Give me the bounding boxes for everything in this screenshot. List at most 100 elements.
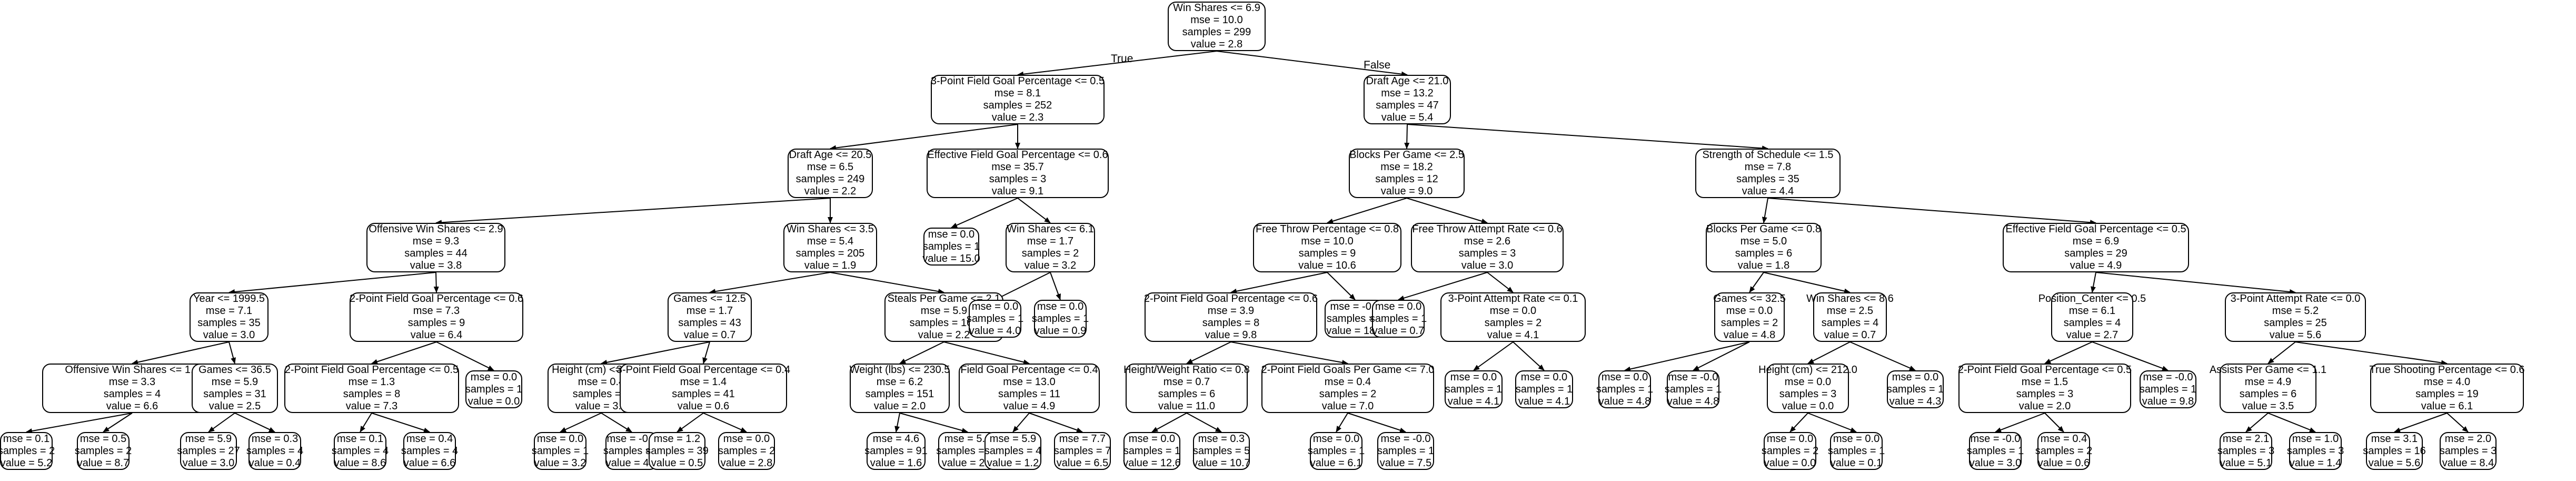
tree-edge <box>1473 341 1514 371</box>
node-text-line: samples = 299 <box>1182 26 1251 38</box>
node-text-line: mse = -0.0 <box>1668 371 1718 383</box>
node-text-line: value = 3.0 <box>182 457 235 469</box>
node-text-line: mse = 0.1 <box>3 433 50 445</box>
node-text-line: samples = 3 <box>989 173 1047 185</box>
node-text-line: value = 0.5 <box>651 457 703 469</box>
tree-edge <box>1407 124 1768 151</box>
tree-edge <box>2092 341 2169 371</box>
node-text-line: samples = 2 <box>718 445 775 457</box>
node-text-line: mse = 2.0 <box>2444 433 2492 445</box>
node-text-line: samples = 43 <box>678 317 741 329</box>
tree-edge <box>677 413 704 433</box>
node-text-line: mse = 5.0 <box>1740 235 1787 247</box>
tree-edge <box>2091 272 2096 293</box>
node-text-line: samples = 2 <box>1761 445 1819 457</box>
node-text-line: mse = 1.2 <box>653 433 701 445</box>
node-text-line: value = 0.0 <box>1782 400 1834 412</box>
node-text-line: samples = 205 <box>795 248 865 259</box>
node-text-line: value = 4.4 <box>1742 185 1794 197</box>
node-text-line: 3-Point Attempt Rate <= 0.0 <box>2230 293 2361 305</box>
node-text-line: mse = 0.0 <box>1892 371 1939 383</box>
tree-edge <box>1849 341 1916 371</box>
node-text-line: value = 4.1 <box>1447 395 1500 407</box>
node-text-line: value = 10.7 <box>1192 457 1250 469</box>
node-text-line: samples = 6 <box>1735 248 1793 259</box>
node-text-line: value = 6.1 <box>1310 457 1362 469</box>
tree-edge <box>1216 51 1408 77</box>
node-text-line: samples = 44 <box>404 248 468 259</box>
node-text-line: value = 3.0 <box>1969 457 2022 469</box>
node-text-line: mse = 3.1 <box>2371 433 2418 445</box>
node-text-line: mse = 0.7 <box>1163 376 1210 388</box>
tree-edge <box>1327 272 1356 300</box>
node-text-line: Height/Weight Ratio <= 0.8 <box>1123 364 1250 376</box>
tree-edge <box>709 272 831 295</box>
node-text-line: value = 2.7 <box>941 457 994 469</box>
node-text-line: Blocks Per Game <= 2.5 <box>1349 149 1464 161</box>
node-text-line: value = 0.6 <box>2037 457 2090 469</box>
node-text-line: mse = 3.3 <box>108 376 156 388</box>
node-text-line: mse = 5.9 <box>185 433 232 445</box>
node-text-line: mse = 1.3 <box>348 376 395 388</box>
tree-edge <box>228 272 436 295</box>
false-edge-label: False <box>1364 59 1391 71</box>
node-text-line: mse = 0.0 <box>536 433 584 445</box>
tree-edge <box>1017 198 1051 223</box>
node-text-line: samples = 2 <box>1720 317 1778 329</box>
tree-edge <box>435 198 831 225</box>
node-text-line: mse = 6.1 <box>2068 305 2116 317</box>
tree-edge <box>371 341 437 365</box>
node-text-line: mse = 18.2 <box>1380 161 1433 173</box>
tree-edge <box>436 341 494 371</box>
node-text-line: samples = 249 <box>795 173 865 185</box>
node-text-line: value = 4.8 <box>1598 395 1651 407</box>
node-text-line: samples = 8 <box>1202 317 1260 329</box>
tree-edge <box>1487 272 1514 293</box>
node-text-line: samples = 1 <box>2139 383 2197 395</box>
node-text-line: 2-Point Field Goal Percentage <= 0.5 <box>1957 364 2132 376</box>
node-text-line: samples = 2 <box>1021 248 1079 259</box>
tree-edge <box>1151 413 1187 433</box>
node-text-line: value = 1.2 <box>987 457 1039 469</box>
tree-edge <box>132 341 230 365</box>
node-text-line: samples = 8 <box>343 388 401 400</box>
node-text-line: value = 8.6 <box>334 457 386 469</box>
node-text-line: samples = 1 <box>1377 445 1435 457</box>
node-text-line: samples = 3 <box>1458 248 1516 259</box>
node-text-line: 2-Point Field Goal Percentage <= 0.5 <box>284 364 459 376</box>
tree-edge <box>601 341 710 365</box>
node-text-line: value = 3.2 <box>1024 260 1077 271</box>
node-text-line: value = 2.8 <box>1190 38 1243 50</box>
node-text-line: mse = 0.0 <box>723 433 770 445</box>
node-text-line: mse = 0.0 <box>1450 371 1497 383</box>
node-text-line: samples = 1 <box>1966 445 2024 457</box>
node-text-line: samples = 2 <box>0 445 55 457</box>
node-text-line: value = 0.7 <box>1372 325 1425 337</box>
node-text-line: mse = -0.0 <box>606 433 657 445</box>
tree-edge <box>951 198 1018 228</box>
node-text-line: mse = 0.0 <box>1312 433 1360 445</box>
node-text-line: mse = 1.5 <box>2021 376 2068 388</box>
node-text-line: mse = 10.0 <box>1190 14 1243 26</box>
node-text-line: value = 11.0 <box>1158 400 1216 412</box>
node-text-line: Games <= 36.5 <box>198 364 271 376</box>
node-text-line: Assists Per Game <= 1.1 <box>2209 364 2327 376</box>
